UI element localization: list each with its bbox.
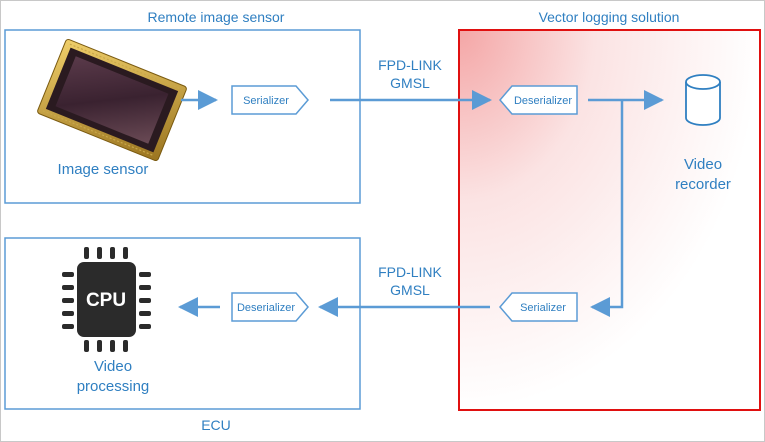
deserializer-vector-label: Deserializer — [514, 95, 572, 107]
link-top-line2: GMSL — [390, 75, 430, 91]
serializer-remote: Serializer — [231, 85, 309, 115]
cpu-chip-icon: CPU — [62, 247, 151, 352]
recorder-label-line2: recorder — [675, 176, 731, 193]
link-top-line1: FPD-LINK — [378, 57, 442, 73]
cpu-label: CPU — [86, 290, 126, 311]
link-bottom-line1: FPD-LINK — [378, 264, 442, 280]
serializer-remote-label: Serializer — [243, 95, 289, 107]
deserializer-ecu-label: Deserializer — [237, 302, 295, 314]
ecu-group: ECU — [4, 237, 361, 433]
image-sensor-icon — [37, 38, 187, 162]
recorder-label-line1: Video — [684, 156, 722, 173]
remote-sensor-title: Remote image sensor — [148, 9, 285, 25]
serializer-vector: Serializer — [499, 292, 578, 322]
processing-label-line1: Video — [94, 358, 132, 375]
link-bottom-line2: GMSL — [390, 282, 430, 298]
deserializer-ecu: Deserializer — [231, 292, 309, 322]
image-sensor-label: Image sensor — [58, 161, 149, 178]
arrow-tap-to-serializer — [590, 100, 624, 317]
processing-label-line2: processing — [77, 378, 150, 395]
ecu-title: ECU — [201, 417, 231, 433]
serializer-vector-label: Serializer — [520, 302, 566, 314]
vector-logging-title: Vector logging solution — [539, 9, 680, 25]
database-cylinder-icon — [685, 74, 721, 126]
ecu-box — [4, 237, 361, 410]
deserializer-vector: Deserializer — [499, 85, 578, 115]
vector-logging-group: Vector logging solution — [458, 9, 761, 411]
